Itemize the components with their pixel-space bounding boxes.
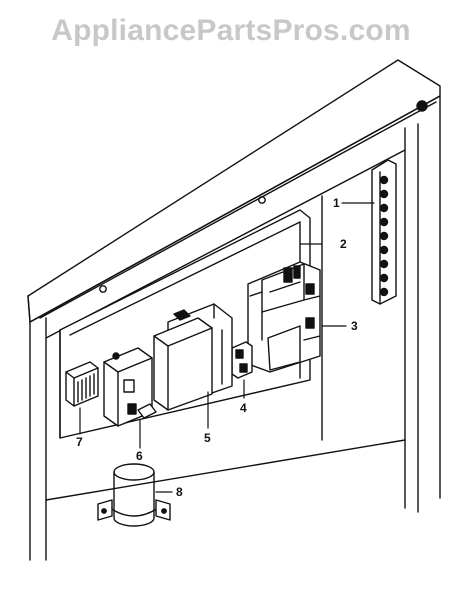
part-1-terminal-strip (371, 159, 397, 305)
watermark-text: AppliancePartsPros.com (51, 14, 411, 47)
callout-3: 3 (351, 319, 358, 333)
part-8-capacitor (97, 463, 171, 527)
part-6-relay (103, 347, 157, 427)
part-3-contactor (247, 261, 321, 373)
callout-1: 1 (333, 196, 340, 210)
callout-2: 2 (340, 237, 347, 251)
part-4-small-terminal (231, 341, 253, 379)
part-7-terminal-board (65, 361, 99, 407)
callout-4: 4 (240, 401, 247, 415)
callout-7: 7 (76, 435, 83, 449)
callout-leaders (79, 202, 375, 493)
part-5-transformer (153, 303, 233, 411)
callout-8: 8 (176, 485, 183, 499)
callout-5: 5 (204, 431, 211, 445)
callout-6: 6 (136, 449, 143, 463)
